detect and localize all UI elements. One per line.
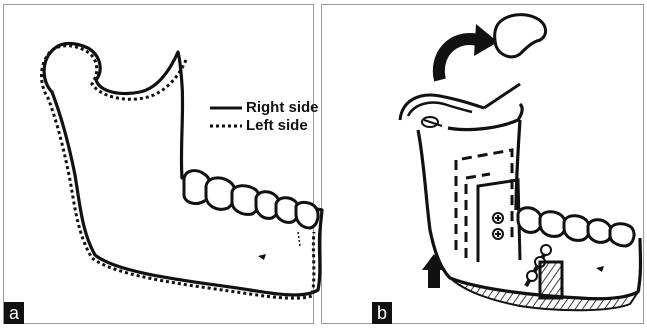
right-side-mandible-outline bbox=[44, 44, 322, 295]
legend-left-side-text: Left side bbox=[246, 117, 308, 134]
mental-foramen-b bbox=[596, 266, 604, 272]
rotation-arrow bbox=[439, 24, 498, 80]
graft-screws bbox=[493, 213, 503, 239]
reconstructed-mandible-outline bbox=[418, 104, 641, 299]
implant-block bbox=[540, 262, 562, 298]
teeth-panel-a bbox=[184, 171, 318, 228]
left-side-mandible-outline bbox=[42, 46, 315, 298]
condyle-screw bbox=[422, 117, 442, 127]
legend-right-side-text: Right side bbox=[246, 99, 319, 116]
mental-foramen-a bbox=[258, 254, 266, 260]
excised-condyle-fragment bbox=[495, 15, 546, 57]
condyle-arc bbox=[400, 95, 484, 120]
teeth-panel-b bbox=[518, 208, 634, 246]
panel-label-b: b bbox=[372, 302, 392, 324]
glenoid-line bbox=[484, 84, 520, 108]
panel-label-a: a bbox=[4, 302, 24, 324]
upward-arrow bbox=[422, 254, 446, 288]
root-mark-a bbox=[298, 232, 300, 246]
condyle-arc-inner bbox=[408, 103, 472, 117]
